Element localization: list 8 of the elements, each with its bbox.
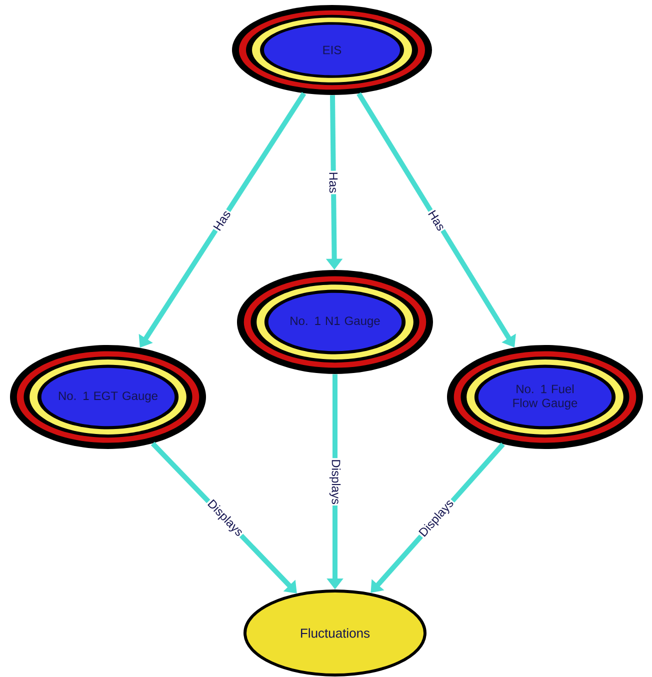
ringed-ellipse-node: No. 1 Fuel Flow Gauge (447, 345, 643, 449)
ringed-ellipse-node: No. 1 EGT Gauge (10, 345, 206, 449)
ringed-ellipse-node: EIS (232, 5, 432, 95)
ringed-ellipse-node: No. 1 N1 Gauge (237, 270, 433, 374)
edge-label: Has (211, 208, 233, 234)
edge-label: Displays (328, 458, 342, 506)
edge-label: Has (328, 170, 339, 194)
ellipse-node: Fluctuations (244, 590, 426, 676)
